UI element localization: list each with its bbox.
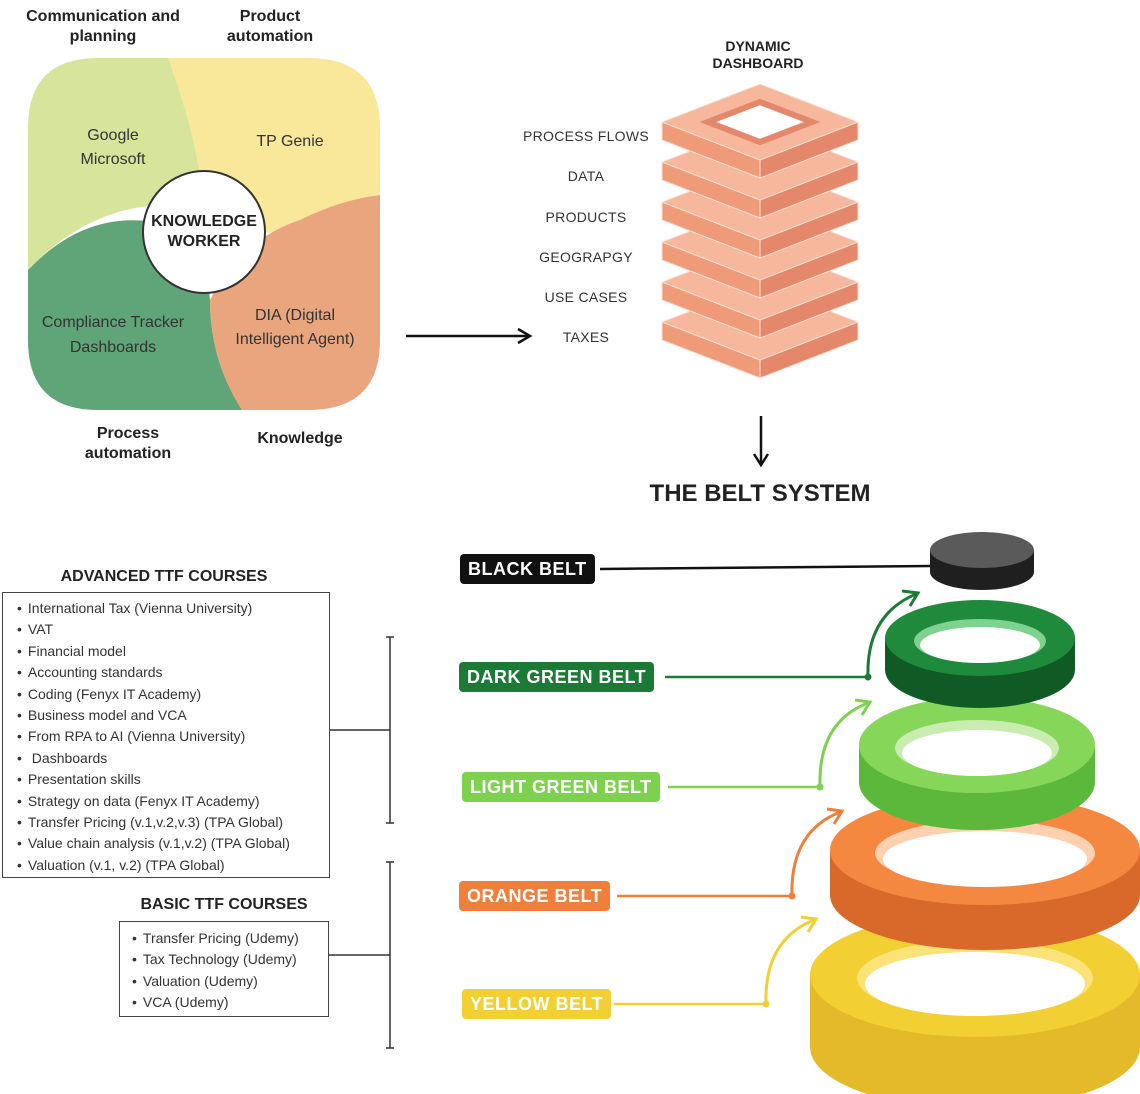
- course-item: From RPA to AI (Vienna University): [17, 726, 329, 747]
- connector-light-green: [668, 698, 873, 791]
- basic-courses-list: Transfer Pricing (Udemy)Tax Technology (…: [132, 928, 328, 1014]
- course-item: Tax Technology (Udemy): [132, 949, 328, 970]
- connector-dark-green: [665, 589, 921, 681]
- text-compliance-tracker: Compliance Tracker: [41, 314, 185, 331]
- course-item: VAT: [17, 619, 329, 640]
- label-knowledge: Knowledge: [257, 430, 343, 447]
- orange-ring: [830, 795, 1140, 950]
- advanced-courses-list: International Tax (Vienna University)VAT…: [17, 598, 329, 876]
- yellow-ring: [810, 913, 1140, 1094]
- text-google: Google: [87, 127, 139, 144]
- yellow-belt-tag: YELLOW BELT: [462, 989, 612, 1019]
- connector-yellow: [614, 915, 819, 1008]
- layer-label-taxes: TAXES: [562, 329, 610, 345]
- course-item: Presentation skills: [17, 769, 329, 790]
- course-item: Transfer Pricing (Udemy): [132, 928, 328, 949]
- knowledge-worker-circle: KNOWLEDGE WORKER: [142, 170, 266, 294]
- text-dia: DIA (Digital: [254, 307, 336, 324]
- dark-green-belt-tag: DARK GREEN BELT: [459, 662, 655, 692]
- dashboard-title-line-1: DYNAMIC: [725, 38, 791, 54]
- text-dashboards: Dashboards: [69, 339, 157, 356]
- layer-label-geography: GEOGRAPGY: [539, 249, 633, 265]
- tower-layer: [660, 83, 860, 179]
- arrow-to-dashboard: [406, 327, 533, 345]
- light-green-belt-tag: LIGHT GREEN BELT: [462, 772, 660, 802]
- basic-courses-box: Transfer Pricing (Udemy)Tax Technology (…: [119, 921, 329, 1017]
- layer-label-data: DATA: [567, 168, 605, 184]
- black-belt-tag: BLACK BELT: [460, 554, 595, 584]
- course-item: VCA (Udemy): [132, 992, 328, 1013]
- course-item: Financial model: [17, 641, 329, 662]
- text-intelligent-agent: Intelligent Agent): [235, 331, 355, 348]
- dashboard-title-line-2: DASHBOARD: [712, 55, 804, 71]
- label-product-automation: Product automation: [226, 8, 314, 45]
- center-line-1: KNOWLEDGE: [151, 213, 257, 230]
- course-brackets: [329, 636, 394, 1049]
- course-item: International Tax (Vienna University): [17, 598, 329, 619]
- center-line-2: WORKER: [167, 233, 241, 250]
- advanced-courses-title: ADVANCED TTF COURSES: [60, 568, 268, 585]
- course-item: Transfer Pricing (v.1,v.2,v.3) (TPA Glob…: [17, 812, 329, 833]
- connector-orange: [617, 807, 845, 900]
- text-microsoft: Microsoft: [80, 151, 146, 168]
- course-item: Value chain analysis (v.1,v.2) (TPA Glob…: [17, 833, 329, 854]
- course-item: Valuation (Udemy): [132, 971, 328, 992]
- dashboard-tower: [660, 83, 860, 379]
- belt-system-title: THE BELT SYSTEM: [649, 480, 871, 507]
- text-tp-genie: TP Genie: [256, 133, 324, 150]
- label-process-automation: Process automation: [84, 425, 172, 462]
- quadrant-top-left: [28, 58, 210, 270]
- black-puck: [930, 532, 1034, 590]
- dark-green-ring: [885, 600, 1075, 708]
- dashboard-title: DYNAMIC DASHBOARD: [690, 38, 826, 72]
- course-item: Strategy on data (Fenyx IT Academy): [17, 791, 329, 812]
- course-item: Accounting standards: [17, 662, 329, 683]
- course-item: Coding (Fenyx IT Academy): [17, 684, 329, 705]
- label-communication-planning: Communication and planning: [26, 8, 180, 45]
- light-green-ring: [859, 697, 1095, 830]
- layer-label-use-cases: USE CASES: [544, 289, 628, 305]
- advanced-courses-box: International Tax (Vienna University)VAT…: [2, 592, 330, 878]
- orange-belt-tag: ORANGE BELT: [459, 881, 611, 911]
- belt-rings: [810, 532, 1140, 1094]
- connector-black: [599, 564, 931, 571]
- course-item: Dashboards: [17, 748, 329, 769]
- course-item: Valuation (v.1, v.2) (TPA Global): [17, 855, 329, 876]
- arrow-to-belt-system: [752, 416, 770, 468]
- course-item: Business model and VCA: [17, 705, 329, 726]
- basic-courses-title: BASIC TTF COURSES: [140, 896, 308, 913]
- layer-label-process-flows: PROCESS FLOWS: [522, 128, 650, 144]
- layer-label-products: PRODUCTS: [545, 209, 627, 225]
